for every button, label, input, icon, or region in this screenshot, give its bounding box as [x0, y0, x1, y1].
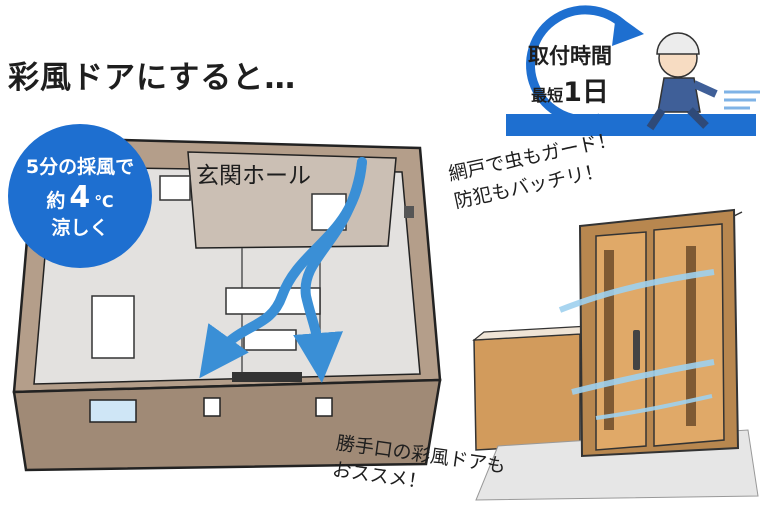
breeze-line-icon [558, 269, 715, 313]
install-ground-bar [506, 114, 756, 136]
worker-icon [646, 32, 718, 131]
door-handle [633, 330, 640, 370]
door-slit-window [686, 246, 696, 426]
door-illustration [472, 208, 759, 501]
badge-circle [8, 124, 152, 268]
cycle-arrow-head-icon [612, 14, 644, 46]
badge-line3: 涼しく [51, 216, 109, 239]
airflow-arrow-icon [293, 157, 367, 383]
door-slit-window [604, 250, 614, 430]
install-title: 取付時間 [528, 44, 612, 68]
install-duration: 最短1日 [528, 70, 612, 109]
badge-line1: 5分の採風で [25, 155, 135, 178]
hall-label: 玄関ホール [196, 163, 311, 189]
install-prefix: 最短 [531, 86, 564, 105]
install-text: 取付時間 最短1日 [528, 40, 612, 109]
breeze-line-icon [595, 394, 713, 420]
install-value: 1日 [563, 77, 609, 108]
badge-unit: ℃ [94, 192, 114, 212]
headline: 彩風ドアにすると… [8, 60, 297, 96]
badge-value: 4 [69, 180, 91, 216]
floor-plan [8, 124, 442, 472]
badge-prefix: 約 [46, 190, 66, 213]
install-badge [506, 5, 760, 136]
breeze-line-icon [571, 359, 715, 395]
